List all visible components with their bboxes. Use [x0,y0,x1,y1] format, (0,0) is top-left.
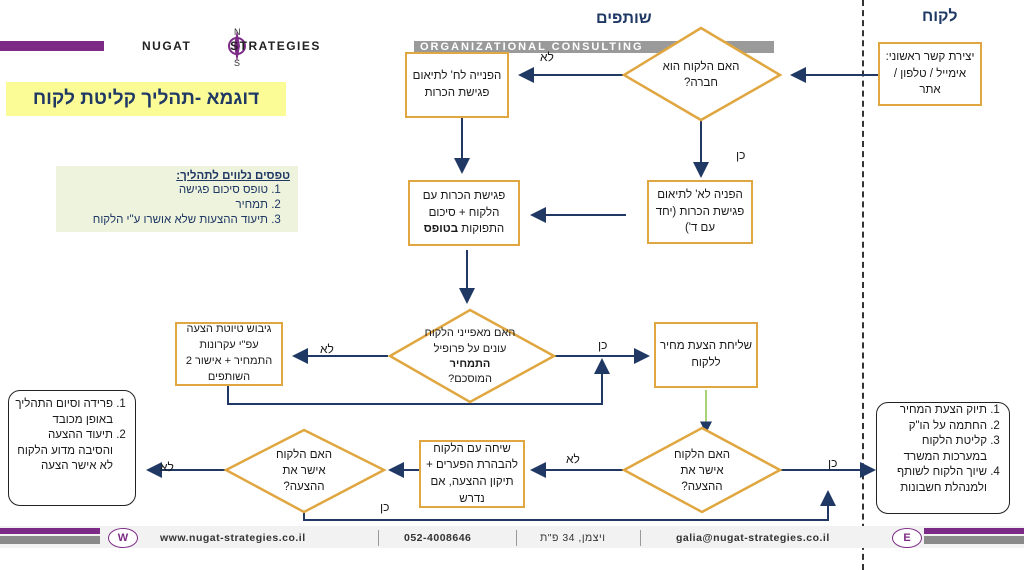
diamond-text-approved-2: האם הלקוח אישר את ההצעה? [275,448,333,494]
footer-left-stripe-gray [0,536,100,544]
footer-phone[interactable]: 052-4008646 [404,532,472,544]
diamond-text-fits: האם מאפייני הלקוח עונים על פרופיל התמחיר… [420,322,520,392]
diamond-approved-2 [223,428,387,514]
meeting-text: פגישת הכרות עם הלקוח + סיכום התפוקות [422,189,506,236]
diamond-text-approved-1: האם הלקוח אישר את ההצעה? [673,448,731,494]
compass-logo-icon: N S [228,27,246,66]
label-no-company: לא [540,50,554,64]
footer-divider [378,530,379,546]
diamond-text-is-company: האם הלקוח הוא חברה? [662,60,740,89]
box-meeting: פגישת הכרות עם הלקוח + סיכום התפוקות בטו… [408,180,520,246]
outcome-left-item: תיעוד ההצעה והסיבה מדוע הלקוח לא אישר הצ… [15,428,113,475]
logo-letter-s: S [234,58,240,66]
footer-divider [516,530,517,546]
diamond-approved-1 [621,426,783,514]
fits-text: האם מאפייני הלקוח עונים על פרופיל [424,327,516,355]
box-talk: שיחה עם הלקוח להבהרת הפערים + תיקון ההצע… [419,440,525,508]
footer-bar [0,526,1024,548]
footer-e-icon: E [892,528,922,548]
label-yes-company: כן [736,148,746,162]
tips-box: טפסים נלווים לתהליך: טופס סיכום פגישה תמ… [56,166,298,232]
footer-divider [640,530,641,546]
lane-title-partners: שותפים [596,10,652,27]
box-draft-offer: גיבוש טיוטת הצעה עפ"י עקרונות התמחיר + א… [175,322,283,386]
page-title: דוגמא -תהליך קליטת לקוח [6,82,286,116]
outcome-right-item: קליטת הלקוח במערכות המשרד [883,434,987,465]
footer-right-stripe [924,528,1024,534]
outcome-right-box: תיוק הצעת המחיר החתמה על הו"ק קליטת הלקו… [876,402,1010,514]
tips-item: טופס סיכום פגישה [64,183,268,198]
diamond-fits-profile [387,308,557,404]
footer-right-stripe-gray [924,536,1024,544]
outcome-right-item: שיוך הלקוח לשותף ולמנהלת חשבונות [883,465,987,496]
tips-heading: טפסים נלווים לתהליך: [176,170,290,182]
label-no-approved1: לא [566,452,580,466]
logo-letter-n: N [234,27,241,37]
footer-left-stripe [0,528,100,534]
label-yes-fits: כן [598,338,608,352]
fits-agreed-word: המוסכם? [448,373,492,386]
footer-email[interactable]: galia@nugat-strategies.co.il [676,532,830,544]
label-yes-approved2: כן [380,500,390,514]
footer-w-icon: W [108,528,138,548]
box-referral-d: הפניה לא' לתיאום פגישת הכרות (יחד עם ד') [647,180,753,244]
outcome-left-box: פרידה וסיום התהליך באופן מכובד תיעוד ההצ… [8,390,136,506]
tips-item: תיעוד ההצעות שלא אושרו ע"י הלקוח [64,213,268,228]
footer-website[interactable]: www.nugat-strategies.co.il [160,532,306,544]
box-referral-h: הפנייה לח' לתיאום פגישת הכרות [405,52,509,118]
footer-address: ויצמן, 34 פ"ת [540,532,606,544]
tagline: ORGANIZATIONAL CONSULTING [420,41,644,53]
label-yes-approved1: כן [828,456,838,470]
logo: N S NUGAT STRATEGIES [142,26,382,66]
diamond-is-company [621,26,783,122]
lane-divider [862,0,864,570]
box-first-contact: יצירת קשר ראשוני: אימייל / טלפון / אתר [878,42,982,106]
outcome-right-item: תיוק הצעת המחיר [883,403,987,419]
label-no-fits: לא [320,342,334,356]
outcome-left-item: פרידה וסיום התהליך באופן מכובד [15,397,113,428]
top-purple-bar [0,41,104,51]
lane-title-customer: לקוח [922,8,958,25]
logo-text: NUGAT STRATEGIES [142,39,321,53]
fits-pricing-word: התמחיר [449,358,491,370]
arrow-draft-loop [227,358,610,405]
arrow-approved2-yes [303,490,836,521]
box-send-offer: שליחת הצעת מחיר ללקוח [654,322,758,388]
tips-item: תמחיר [64,198,268,213]
outcome-right-item: החתמה על הו"ק [883,419,987,435]
meeting-form-word: בטופס [423,223,459,236]
label-no-approved2: לא [160,460,174,474]
